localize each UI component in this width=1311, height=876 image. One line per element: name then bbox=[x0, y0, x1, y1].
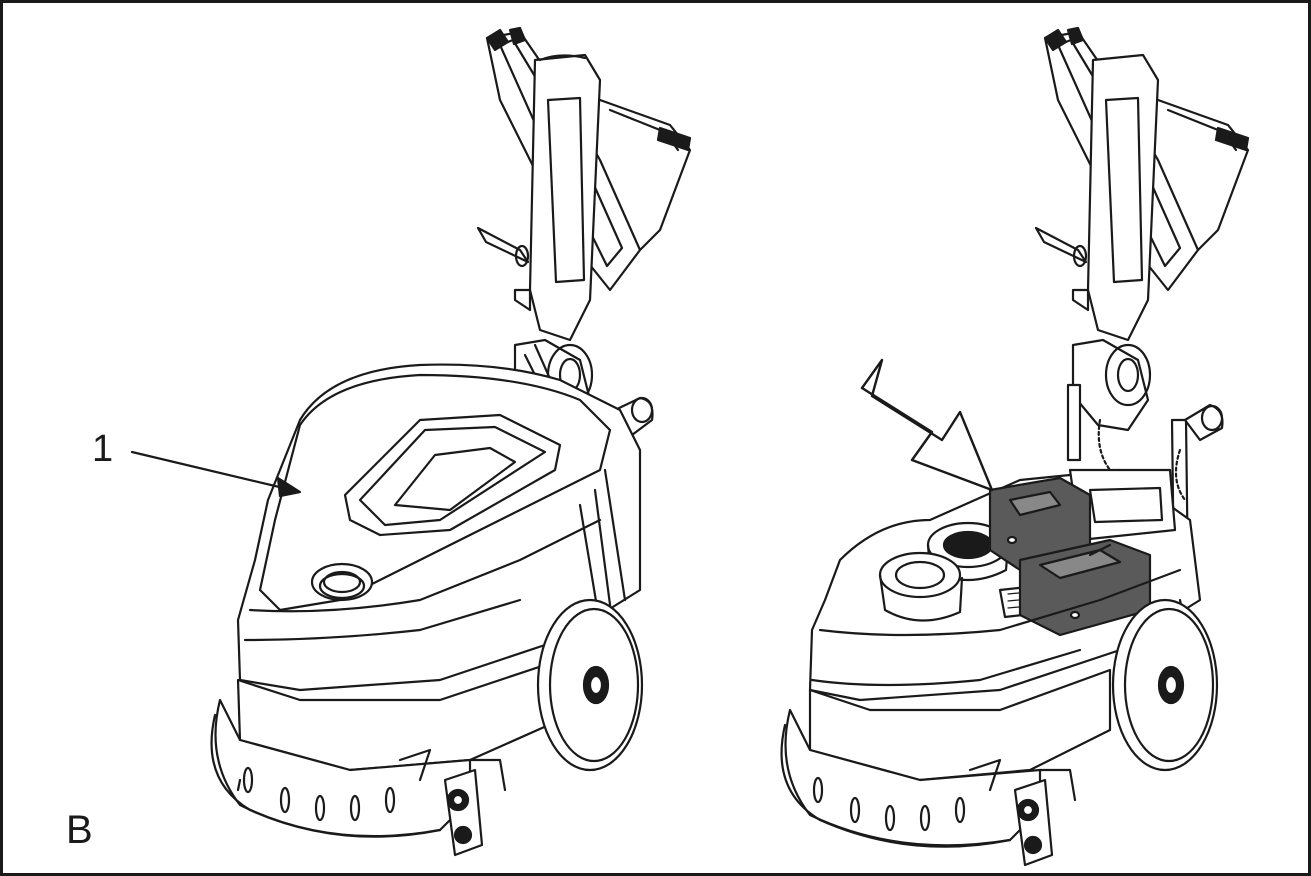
tank-body-right bbox=[808, 468, 1202, 702]
squeegee-left bbox=[443, 758, 507, 857]
brush-deck-right bbox=[780, 668, 1112, 848]
fill-opening bbox=[878, 551, 964, 622]
machine-cover-closed bbox=[130, 26, 692, 857]
wheel-left bbox=[536, 598, 644, 772]
handle-right bbox=[1034, 26, 1250, 432]
figure-letter-label: B bbox=[66, 808, 93, 852]
battery-pointer-arrow bbox=[860, 358, 994, 492]
handle-left bbox=[476, 26, 692, 432]
part-number-label: 1 bbox=[92, 428, 114, 470]
callout-arrow-1 bbox=[130, 450, 302, 498]
tank-body-left bbox=[236, 363, 642, 692]
battery-pack bbox=[988, 476, 1152, 637]
brush-deck-left bbox=[210, 658, 562, 838]
recovery-tank-cover bbox=[258, 373, 612, 612]
solution-tank-opening bbox=[926, 521, 1010, 582]
handle-grip-left bbox=[485, 26, 692, 152]
machine-cover-open bbox=[780, 26, 1250, 867]
wheel-right bbox=[1111, 598, 1219, 772]
squeegee-right bbox=[1013, 768, 1077, 867]
